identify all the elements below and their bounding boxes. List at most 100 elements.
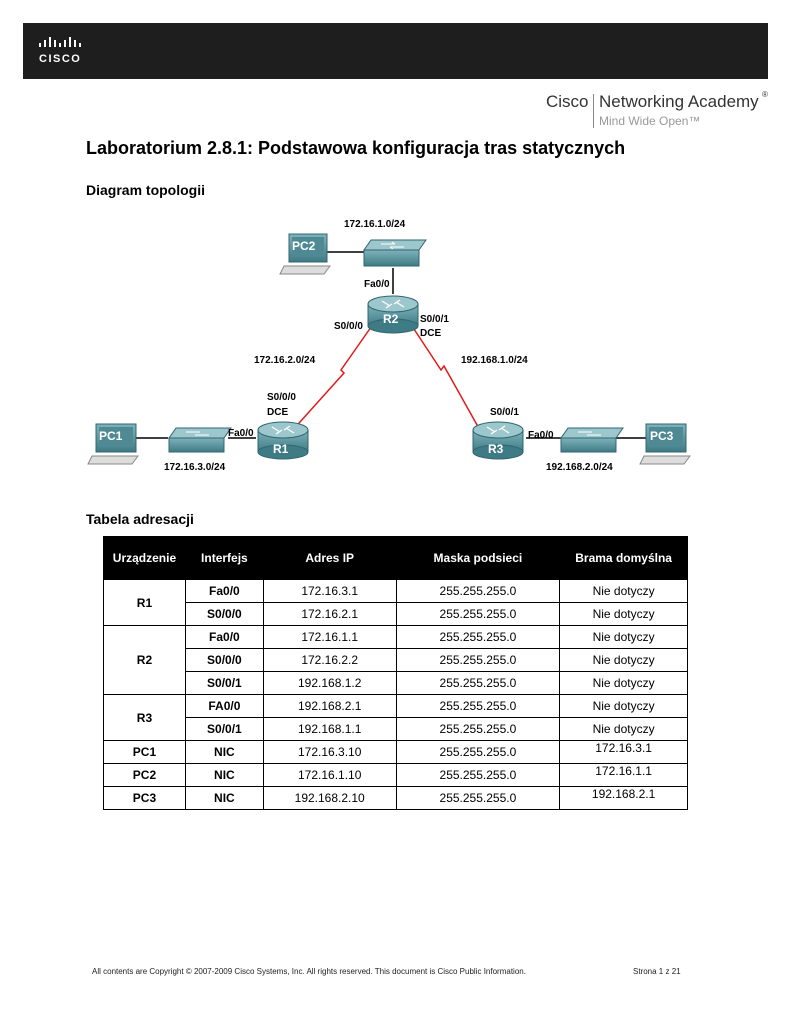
table-row: S0/0/0 172.16.2.1 255.255.255.0 Nie doty…: [104, 602, 688, 626]
table-row: R1 Fa0/0 172.16.3.1 255.255.255.0 Nie do…: [103, 579, 688, 626]
gateway-cell: Nie dotyczy: [559, 579, 688, 603]
net-bottom-left-label: 172.16.3.0/24: [164, 462, 226, 473]
address-table-heading: Tabela adresacji: [86, 511, 194, 527]
switch-right-icon: [560, 427, 624, 453]
mask-cell: 255.255.255.0: [395, 579, 561, 603]
ip-cell: 172.16.1.1: [262, 625, 397, 649]
r2-label: R2: [383, 312, 399, 326]
device-cell: PC1: [103, 740, 186, 764]
cisco-logo-text: CISCO: [39, 53, 82, 65]
device-cell: R1: [103, 579, 186, 626]
r2-dce-label: DCE: [420, 328, 442, 339]
academy-registered-mark: ®: [762, 90, 768, 99]
r2-s00-label: S0/0/0: [334, 321, 363, 332]
pc2-label: PC2: [292, 239, 316, 253]
pc1-label: PC1: [99, 429, 123, 443]
mask-cell: 255.255.255.0: [395, 648, 561, 672]
pc3-label: PC3: [650, 429, 674, 443]
topology-diagram: PC2 R2 PC1 R1 R3 PC3 172.16.1.0/24 Fa0/0…: [86, 210, 697, 492]
r1-s00-label: S0/0/0: [267, 392, 296, 403]
ip-cell: 192.168.1.1: [262, 717, 397, 741]
r2-fa-label: Fa0/0: [364, 279, 390, 290]
interface-cell: FA0/0: [184, 694, 264, 718]
gateway-cell: Nie dotyczy: [559, 602, 688, 626]
ip-cell: 192.168.2.10: [262, 786, 397, 810]
router-r3-icon: [472, 421, 524, 460]
interface-cell: Fa0/0: [184, 625, 264, 649]
r3-label: R3: [488, 442, 504, 456]
interface-cell: S0/0/0: [184, 602, 264, 626]
table-row: PC2 NIC 172.16.1.10 255.255.255.0 172.16…: [103, 763, 688, 787]
ip-cell: 172.16.3.1: [262, 579, 397, 603]
table-row: S0/0/1 192.168.1.2 255.255.255.0 Nie dot…: [104, 671, 688, 695]
pc3-icon: [639, 423, 691, 465]
interface-cell: S0/0/1: [184, 717, 264, 741]
gateway-cell: Nie dotyczy: [559, 648, 688, 672]
academy-name: Networking Academy: [599, 92, 759, 111]
col-header-interface: Interfejs: [184, 536, 264, 580]
mask-cell: 255.255.255.0: [395, 694, 561, 718]
net-bottom-right-label: 192.168.2.0/24: [546, 462, 613, 473]
ip-cell: 192.168.2.1: [262, 694, 397, 718]
pc2-icon: [279, 233, 331, 275]
r1-dce-label: DCE: [267, 407, 289, 418]
col-header-device: Urządzenie: [103, 536, 186, 580]
net-top-label: 172.16.1.0/24: [344, 219, 406, 230]
interface-cell: S0/0/0: [184, 648, 264, 672]
table-row: PC3 NIC 192.168.2.10 255.255.255.0 192.1…: [103, 786, 688, 810]
mask-cell: 255.255.255.0: [395, 602, 561, 626]
interface-cell: Fa0/0: [184, 579, 264, 603]
header-bar: CISCO: [23, 23, 768, 79]
switch-left-icon: [168, 427, 232, 453]
col-header-mask: Maska podsieci: [395, 536, 561, 580]
address-table: Urządzenie Interfejs Adres IP Maska pods…: [103, 536, 688, 810]
gateway-cell: Nie dotyczy: [559, 671, 688, 695]
topology-heading: Diagram topologii: [86, 182, 205, 198]
serial-link-r1-r2: [290, 319, 377, 433]
table-row: S0/0/0 172.16.2.2 255.255.255.0 Nie doty…: [104, 648, 688, 672]
page-title: Laboratorium 2.8.1: Podstawowa konfigura…: [86, 138, 626, 158]
mask-cell: 255.255.255.0: [395, 625, 561, 649]
table-header-row: Urządzenie Interfejs Adres IP Maska pods…: [103, 536, 688, 580]
gateway-cell: 192.168.2.1: [559, 786, 688, 810]
mask-cell: 255.255.255.0: [395, 671, 561, 695]
interface-cell: S0/0/1: [184, 671, 264, 695]
router-r1-icon: [257, 421, 309, 460]
academy-divider: [593, 94, 594, 128]
r3-s01-label: S0/0/1: [490, 407, 519, 418]
r2-s01-label: S0/0/1: [420, 314, 449, 325]
net-right-label: 192.168.1.0/24: [461, 355, 528, 366]
footer-page-number: Strona 1 z 21: [633, 967, 681, 976]
table-row: S0/0/1 192.168.1.1 255.255.255.0 Nie dot…: [104, 717, 688, 741]
interface-cell: NIC: [184, 740, 264, 764]
ip-cell: 172.16.1.10: [262, 763, 397, 787]
ip-cell: 172.16.2.2: [262, 648, 397, 672]
table-row: PC1 NIC 172.16.3.10 255.255.255.0 172.16…: [103, 740, 688, 764]
topology-svg: [87, 233, 691, 465]
academy-brand: Cisco: [546, 92, 589, 111]
academy-logo: Cisco Networking Academy ® Mind Wide Ope…: [546, 90, 771, 132]
ip-cell: 172.16.2.1: [262, 602, 397, 626]
table-row: R2 Fa0/0 172.16.1.1 255.255.255.0 Nie do…: [103, 625, 688, 695]
r1-label: R1: [273, 442, 289, 456]
device-cell: R3: [103, 694, 186, 741]
interface-cell: NIC: [184, 786, 264, 810]
serial-link-r2-r3: [407, 319, 482, 433]
gateway-cell: 172.16.3.1: [559, 740, 688, 764]
router-r2-icon: [367, 295, 419, 334]
ip-cell: 172.16.3.10: [262, 740, 397, 764]
gateway-cell: 172.16.1.1: [559, 763, 688, 787]
gateway-cell: Nie dotyczy: [559, 717, 688, 741]
device-cell: R2: [103, 625, 186, 695]
mask-cell: 255.255.255.0: [395, 740, 561, 764]
mask-cell: 255.255.255.0: [395, 763, 561, 787]
gateway-cell: Nie dotyczy: [559, 694, 688, 718]
footer-copyright: All contents are Copyright © 2007-2009 C…: [92, 967, 526, 976]
device-cell: PC2: [103, 763, 186, 787]
col-header-gateway: Brama domyślna: [559, 536, 688, 580]
net-left-label: 172.16.2.0/24: [254, 355, 316, 366]
mask-cell: 255.255.255.0: [395, 786, 561, 810]
cisco-bridge-logo-icon: [39, 37, 81, 47]
pc1-icon: [87, 423, 139, 465]
interface-cell: NIC: [184, 763, 264, 787]
